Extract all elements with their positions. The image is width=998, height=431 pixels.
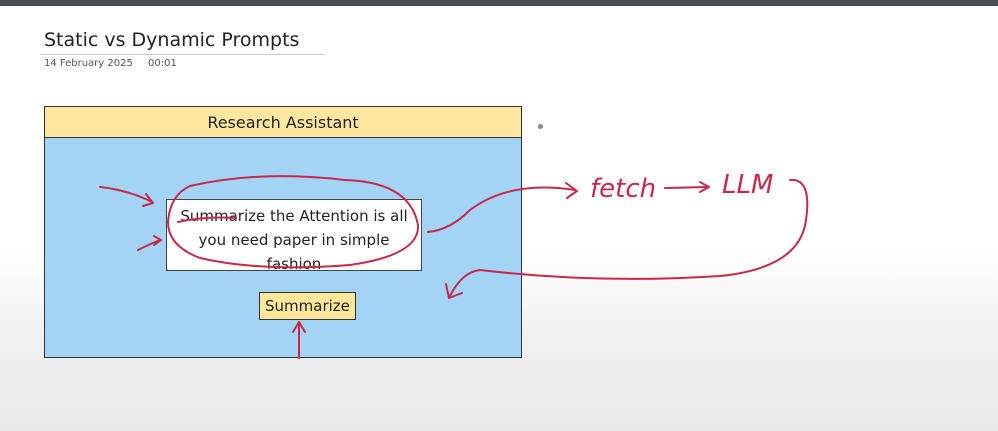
page-date: 14 February 2025 xyxy=(44,58,133,69)
pointer-dot xyxy=(538,124,543,129)
fetch-label: fetch xyxy=(590,174,656,204)
summarize-button[interactable]: Summarize xyxy=(259,292,356,320)
fetch-arrow-head xyxy=(565,182,578,199)
page-title: Static vs Dynamic Prompts xyxy=(44,29,300,51)
llm-arrow-head xyxy=(699,181,710,193)
prompt-input[interactable]: Summarize the Attention is all you need … xyxy=(166,199,422,271)
research-assistant-mockup: Research Assistant Summarize the Attenti… xyxy=(44,106,522,358)
llm-arrow xyxy=(664,186,709,189)
title-divider xyxy=(40,54,325,55)
llm-label: LLM xyxy=(722,170,773,200)
page-time: 00:01 xyxy=(148,58,177,69)
app-header: Research Assistant xyxy=(45,107,521,138)
window-top-bar xyxy=(0,0,998,6)
